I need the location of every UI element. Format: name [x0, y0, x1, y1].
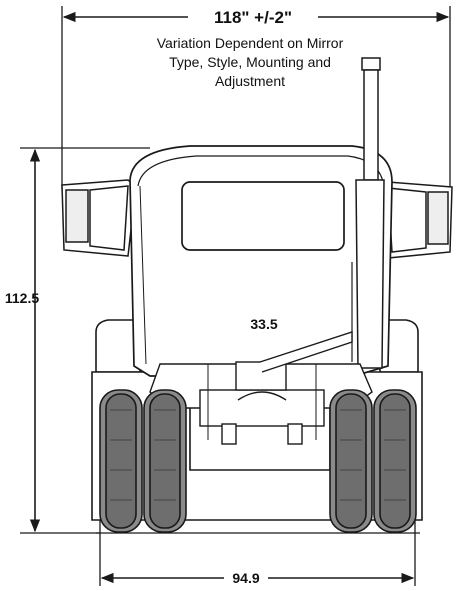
right-mirror: [379, 181, 453, 259]
rear-tires: [99, 389, 417, 533]
exhaust-stack: [351, 57, 385, 369]
extension-lines: [20, 6, 451, 586]
frame-width-label: 33.5: [240, 316, 288, 332]
chassis: [149, 331, 373, 445]
rear-window: [181, 181, 345, 251]
cab: [129, 145, 393, 377]
height-label: 112.5: [4, 290, 40, 306]
left-mirror: [61, 179, 137, 257]
track-width-label: 94.9: [224, 570, 268, 586]
mirror-variation-note: Variation Dependent on Mirror Type, Styl…: [156, 35, 344, 89]
mirror-width-label: 118" +/-2": [188, 8, 318, 28]
